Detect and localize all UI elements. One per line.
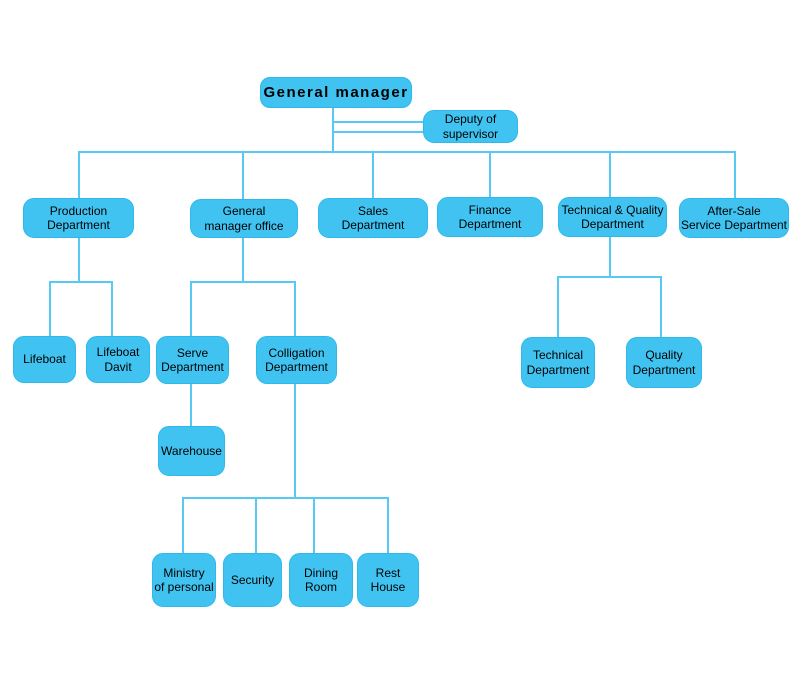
connector-deputy-upper-line — [333, 121, 423, 123]
node-colligation-department: Colligation Department — [256, 336, 337, 384]
node-warehouse: Warehouse — [158, 426, 225, 476]
node-technical-department: Technical Department — [521, 337, 595, 388]
connector-drop-ministry — [182, 497, 184, 553]
node-general-manager-office: General manager office — [190, 199, 298, 238]
connector-serve-warehouse-stem — [190, 384, 192, 426]
node-serve-department: Serve Department — [156, 336, 229, 384]
node-dining-room: Dining Room — [289, 553, 353, 607]
node-finance-department: Finance Department — [437, 197, 543, 237]
connector-drop-lifeboat — [49, 281, 51, 336]
connector-colligation-stem — [294, 384, 296, 497]
connector-drop-serve — [190, 281, 192, 336]
connector-drop-sales — [372, 151, 374, 198]
connector-deputy-lower-line — [333, 131, 423, 133]
connector-drop-gm-office — [242, 151, 244, 199]
connector-general-manager-stem — [332, 108, 334, 152]
node-security: Security — [223, 553, 282, 607]
connector-gm-office-stem — [242, 238, 244, 281]
node-general-manager: General manager — [260, 77, 412, 108]
connector-drop-lifeboat-davit — [111, 281, 113, 336]
connector-drop-dining-room — [313, 497, 315, 553]
connector-gm-office-bracket — [190, 281, 296, 283]
connector-drop-after-sale — [734, 151, 736, 198]
connector-drop-rest-house — [387, 497, 389, 553]
connector-drop-production — [78, 151, 80, 198]
connector-drop-colligation — [294, 281, 296, 336]
node-lifeboat: Lifeboat — [13, 336, 76, 383]
connector-production-stem — [78, 238, 80, 281]
node-ministry-of-personal: Ministry of personal — [152, 553, 216, 607]
node-technical-quality-department: Technical & Quality Department — [558, 197, 667, 237]
node-production-department: Production Department — [23, 198, 134, 238]
connector-production-bracket — [49, 281, 113, 283]
connector-colligation-bracket — [182, 497, 389, 499]
connector-drop-technical-quality — [609, 151, 611, 197]
node-after-sale-service-department: After-Sale Service Department — [679, 198, 789, 238]
connector-drop-technical — [557, 276, 559, 337]
connector-drop-quality — [660, 276, 662, 337]
node-quality-department: Quality Department — [626, 337, 702, 388]
connector-level2-main-line — [78, 151, 736, 153]
connector-technical-quality-stem — [609, 237, 611, 276]
connector-technical-quality-bracket — [557, 276, 662, 278]
connector-drop-finance — [489, 151, 491, 197]
connector-drop-security — [255, 497, 257, 553]
node-sales-department: Sales Department — [318, 198, 428, 238]
node-rest-house: Rest House — [357, 553, 419, 607]
node-lifeboat-davit: Lifeboat Davit — [86, 336, 150, 383]
node-deputy-of-supervisor: Deputy of supervisor — [423, 110, 518, 143]
